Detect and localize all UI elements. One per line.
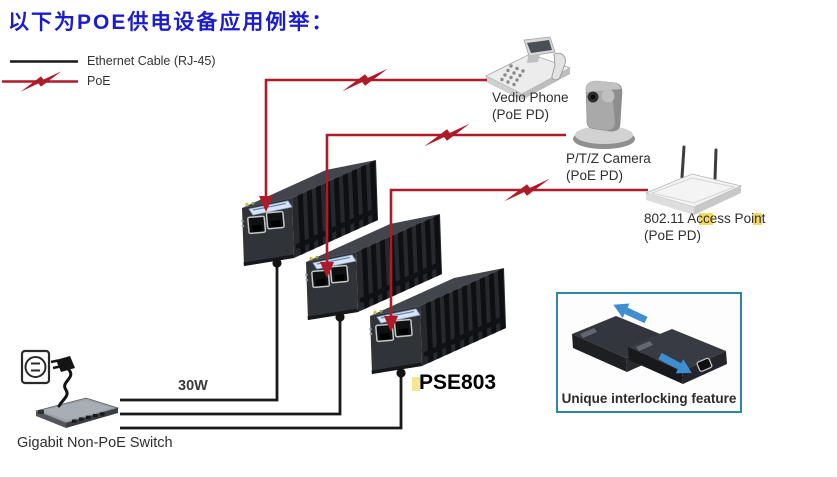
injector-model-label: PSE803 xyxy=(419,371,497,394)
ptz-camera-sublabel: (PoE PD) xyxy=(566,168,624,183)
legend-ethernet-label: Ethernet Cable (RJ-45) xyxy=(87,54,216,68)
ptz-camera-label: P/T/Z Camera xyxy=(566,151,651,166)
interlock-devices-icon xyxy=(572,303,727,384)
page-title: 以下为POE供电设备应用例举： xyxy=(8,11,335,34)
highlight-mark xyxy=(753,213,762,225)
poe-injector-3-icon xyxy=(364,264,508,376)
ethernet-line-3 xyxy=(120,373,403,430)
arrow-down-right-icon xyxy=(658,352,692,374)
video-phone-icon xyxy=(485,36,571,100)
access-point-sublabel: (PoE PD) xyxy=(644,228,702,243)
video-phone-label: Vedio Phone xyxy=(492,90,569,105)
ptz-camera-icon xyxy=(573,80,635,149)
interlock-caption: Unique interlocking feature xyxy=(561,391,737,406)
access-point-label: 802.11 Access Point xyxy=(644,211,766,226)
power-budget-label: 30W xyxy=(178,378,208,394)
power-outlet-icon xyxy=(20,349,75,408)
access-point-icon xyxy=(644,145,743,215)
switch-label: Gigabit Non-PoE Switch xyxy=(17,435,173,451)
highlight-mark xyxy=(699,213,713,225)
highlight-mark xyxy=(412,377,420,391)
ethernet-line-2 xyxy=(120,317,342,416)
interlock-callout-box: Unique interlocking feature xyxy=(556,292,742,413)
legend-poe-label: PoE xyxy=(87,74,111,88)
video-phone-sublabel: (PoE PD) xyxy=(492,107,550,122)
switch-icon xyxy=(34,397,120,428)
